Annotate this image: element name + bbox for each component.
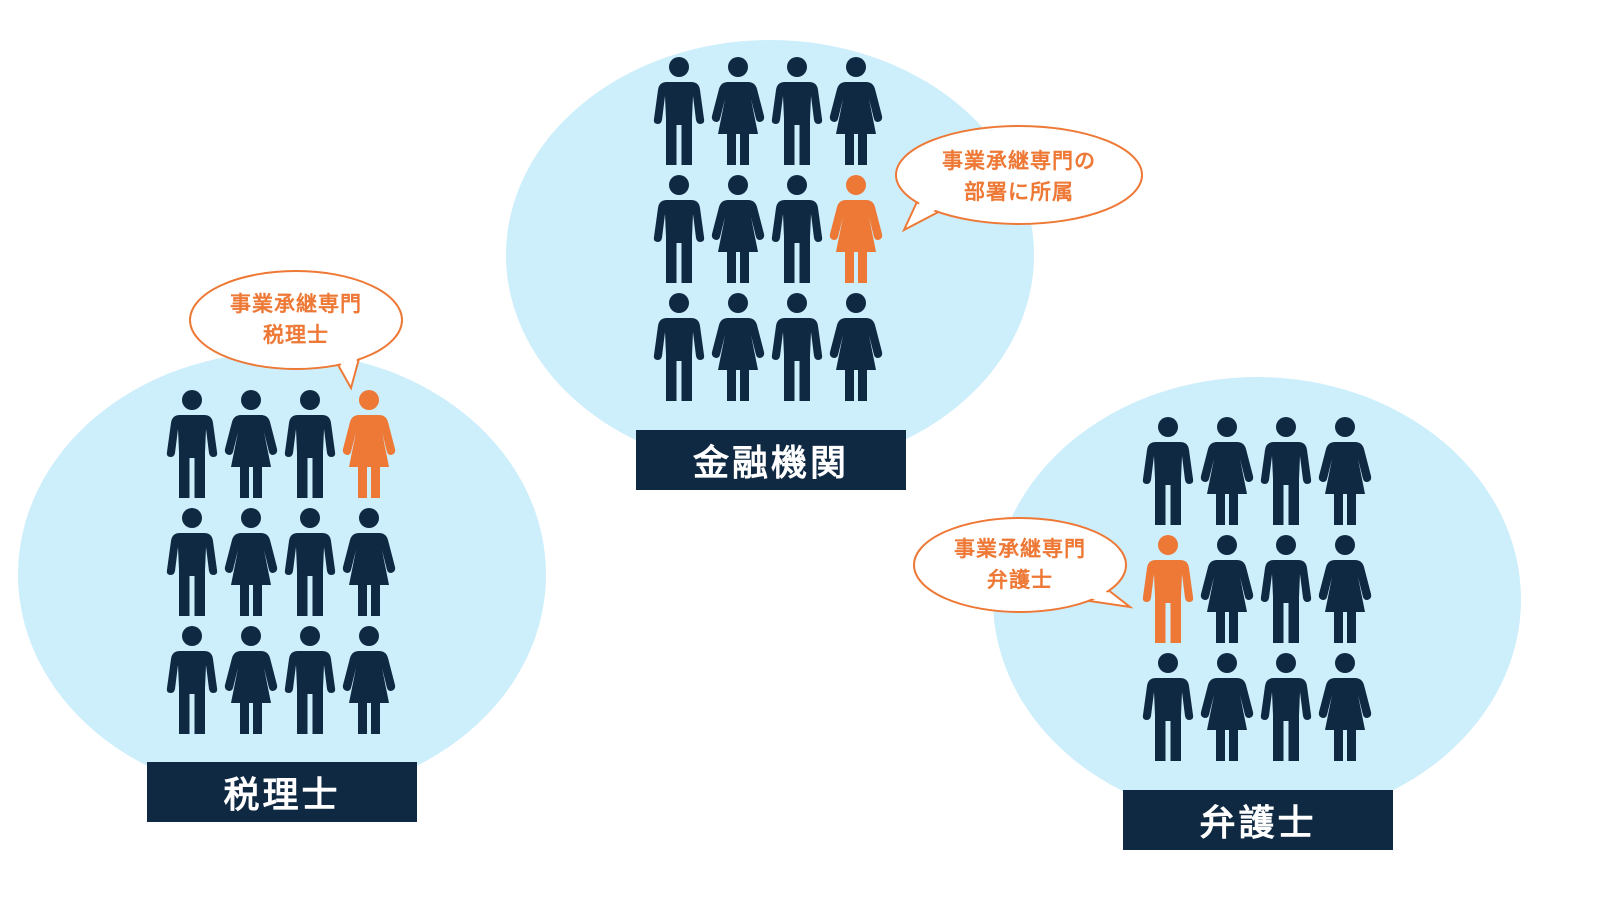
- female-person-icon: [342, 626, 396, 736]
- female-person-icon: [342, 508, 396, 618]
- female-person-icon: [1200, 653, 1254, 763]
- male-person-icon: [1141, 653, 1195, 763]
- male-person-icon: [1141, 417, 1195, 527]
- male-person-icon: [283, 626, 337, 736]
- female-person-icon: [711, 57, 765, 167]
- speech-bubble-shape: [336, 347, 360, 383]
- speech-bubble-shape: [1080, 583, 1122, 603]
- speech-bubble-text: 事業承継専門 弁護士: [922, 530, 1118, 600]
- male-person-icon: [770, 293, 824, 403]
- bubble-line: 部署に所属: [964, 180, 1074, 204]
- speech-bubble: [913, 517, 1134, 613]
- male-person-icon: [1259, 653, 1313, 763]
- female-person-icon: [1318, 653, 1372, 763]
- group-label: 金融機関: [636, 430, 906, 490]
- female-person-icon: [1200, 417, 1254, 527]
- group-circle: [18, 352, 546, 797]
- male-person-icon: [283, 508, 337, 618]
- male-person-icon: [652, 175, 706, 285]
- male-person-icon: [652, 293, 706, 403]
- female-person-icon: [1200, 535, 1254, 645]
- speech-bubble: [895, 125, 1143, 233]
- female-person-icon: [224, 390, 278, 500]
- male-person-icon: [770, 57, 824, 167]
- speech-bubble: [189, 270, 403, 391]
- male-person-icon: [165, 626, 219, 736]
- group-label: 弁護士: [1123, 790, 1393, 850]
- female-person-icon: [829, 293, 883, 403]
- speech-bubble-shape: [189, 270, 403, 370]
- speech-bubble-shape: [913, 517, 1127, 613]
- female-person-icon: [711, 293, 765, 403]
- bubble-line: 事業承継専門の: [942, 149, 1096, 173]
- group-circle: [506, 40, 1034, 470]
- male-person-icon: [770, 175, 824, 285]
- highlighted-male-person-icon: [1141, 535, 1195, 645]
- female-person-icon: [711, 175, 765, 285]
- female-person-icon: [224, 626, 278, 736]
- male-person-icon: [283, 390, 337, 500]
- bubble-line: 事業承継専門: [954, 537, 1086, 561]
- speech-bubble-shape: [909, 194, 943, 224]
- male-person-icon: [165, 508, 219, 618]
- speech-bubble-shape: [895, 125, 1143, 225]
- male-person-icon: [1259, 535, 1313, 645]
- bubble-line: 弁護士: [987, 568, 1053, 592]
- male-person-icon: [1259, 417, 1313, 527]
- highlighted-female-person-icon: [829, 175, 883, 285]
- female-person-icon: [829, 57, 883, 167]
- female-person-icon: [1318, 417, 1372, 527]
- male-person-icon: [652, 57, 706, 167]
- female-person-icon: [224, 508, 278, 618]
- female-person-icon: [1318, 535, 1372, 645]
- male-person-icon: [165, 390, 219, 500]
- bubble-line: 税理士: [263, 323, 329, 347]
- speech-bubble-text: 事業承継専門の 部署に所属: [914, 142, 1124, 212]
- speech-bubble-text: 事業承継専門 税理士: [198, 285, 394, 355]
- highlighted-female-person-icon: [342, 390, 396, 500]
- group-label: 税理士: [147, 762, 417, 822]
- bubble-line: 事業承継専門: [230, 292, 362, 316]
